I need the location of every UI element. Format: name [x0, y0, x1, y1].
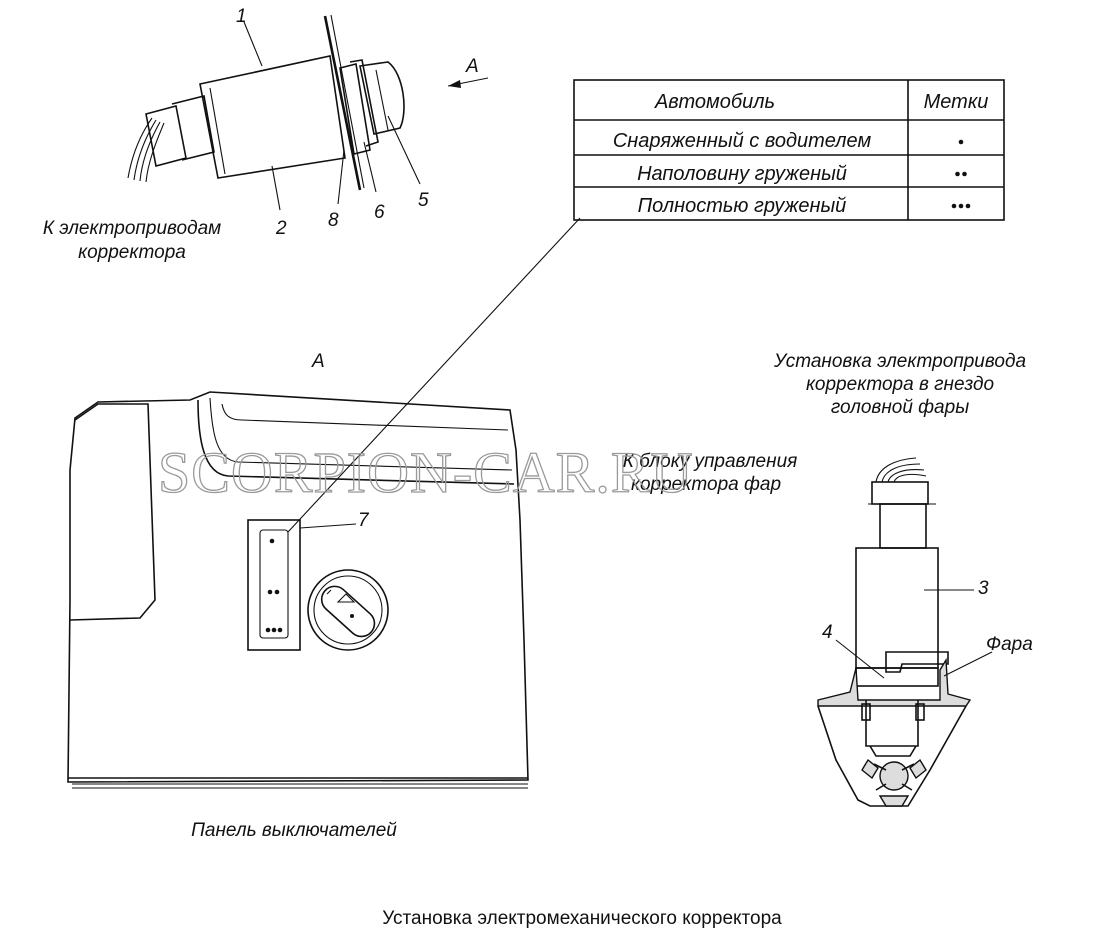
- table-header-vehicle: Автомобиль: [654, 91, 775, 113]
- install-label-line3: головной фары: [831, 397, 969, 418]
- table-row-1-label: Снаряженный с водителем: [613, 130, 872, 152]
- switch-panel-label: Панель выключателей: [191, 820, 397, 841]
- callout-7: 7: [358, 510, 370, 531]
- callout-5: 5: [418, 190, 429, 211]
- callout-1: 1: [236, 6, 247, 27]
- switch-callouts: 1 2 8 6 5: [236, 6, 429, 239]
- table-row-3-label: Полностью груженый: [638, 195, 847, 217]
- table-mark-dot: [965, 203, 971, 209]
- callout-2: 2: [275, 218, 287, 239]
- view-a-arrow: А: [447, 56, 489, 88]
- table-mark-dot: [951, 203, 957, 209]
- switch-assembly-drawing: [127, 14, 405, 191]
- callout-3: 3: [978, 578, 989, 599]
- to-actuators-label-line2: корректора: [78, 242, 186, 263]
- install-label-line1: Установка электропривода: [773, 351, 1026, 372]
- table-mark-dot: [958, 203, 964, 209]
- switch-panel-drawing: [67, 391, 529, 789]
- to-actuators-label-line1: К электроприводам: [43, 218, 221, 239]
- table-mark-dot: [958, 139, 964, 145]
- watermark: SCORPION-CAR.RU: [158, 440, 694, 505]
- install-label-line2: корректора в гнездо: [806, 374, 994, 395]
- callout-4: 4: [822, 622, 833, 643]
- table-mark-dot: [962, 171, 967, 177]
- callout-6: 6: [374, 202, 385, 223]
- table-mark-dots: [951, 139, 971, 209]
- to-control-label-line1: К блоку управления: [623, 451, 798, 472]
- callout-8: 8: [328, 210, 339, 231]
- table-row-2-label: Наполовину груженый: [637, 163, 847, 185]
- headlight-label: Фара: [986, 634, 1033, 655]
- to-control-label-line2: корректора фар: [631, 474, 781, 495]
- view-a-title: А: [311, 351, 325, 372]
- table-mark-dot: [955, 171, 960, 177]
- view-a-arrow-label: А: [465, 56, 479, 77]
- table-header-marks: Метки: [924, 91, 989, 113]
- figure-caption: Установка электромеханического корректор…: [382, 908, 782, 929]
- marks-table: Автомобиль Метки Снаряженный с водителем…: [573, 79, 1005, 221]
- callout-7-leader: [299, 523, 357, 529]
- actuator-drawing: [817, 457, 972, 807]
